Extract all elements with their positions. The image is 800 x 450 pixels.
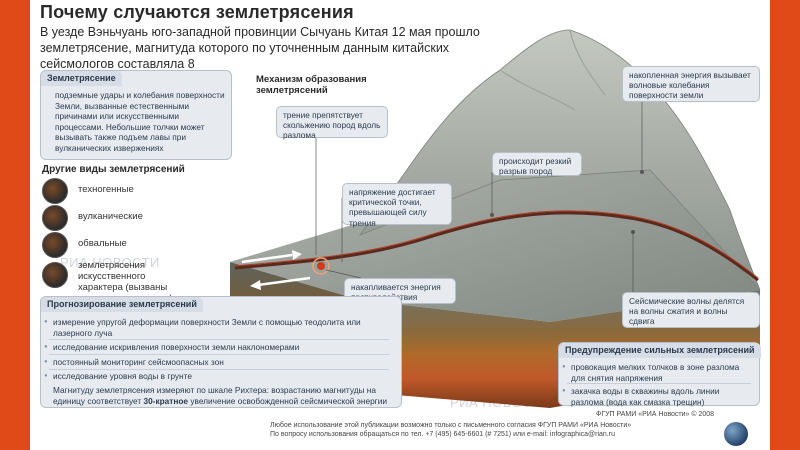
richter-text-end: увеличение освобожденной сейсмической эн… [188,395,387,406]
divider [49,369,389,370]
earthquake-panel-text: подземные удары и колебания поверхности … [55,90,225,153]
left-frame-bar [0,0,30,450]
type-item-technogenic: техногенные [42,178,232,204]
richter-emphasis: 30-кратное [143,395,189,406]
volcanic-icon [42,205,68,231]
forecast-heading: Прогнозирование землетрясений [41,297,203,312]
mountain-ridge [499,29,606,111]
footer-contact: По вопросу использования обращаться по т… [270,431,615,438]
collapse-icon [42,232,68,258]
motion-arrowhead-left [250,280,261,290]
forecast-item: исследование уровня воды в грунте [44,371,383,382]
type-item-volcanic: вулканические [42,205,232,231]
rupture-point [317,262,325,270]
leader-dot [640,170,644,174]
mechanism-title: Механизм образования землетрясений [256,74,367,96]
divider [49,354,389,355]
richter-text: Магнитуду землетрясения измеряют по шкал… [53,385,376,406]
infographic-card: РИА НОВОСТИ РИА НОВОСТИ РИА НОВОСТИ [30,0,770,450]
forecast-item: исследование искривления поверхности зем… [44,342,383,353]
forecast-panel: Прогнозирование землетрясений измерение … [40,296,402,408]
type-item-artificial: землетрясения искусственного характера (… [42,260,232,304]
callout-seismic-waves: Сейсмические волны делятся на волны сжат… [622,292,760,328]
callout-stress: напряжение достигает критической точки, … [342,183,452,228]
earthquake-definition-panel: Землетрясение подземные удары и колебани… [40,70,232,160]
leader-dot [631,230,635,234]
fault-line-highlight [234,210,759,279]
earthquake-panel-heading: Землетрясение [41,71,122,86]
leader-dot [490,213,494,217]
rupture-glow [312,257,330,275]
forecast-item: постоянный мониторинг сейсмоопасных зон [44,357,383,368]
ria-novosti-logo-icon [724,422,748,446]
technogenic-icon [42,178,68,204]
footer-credit: ФГУП РАМИ «РИА Новости» © 2008 [596,411,715,418]
footer-rights: Любое использование этой публикации возм… [270,422,632,429]
divider [567,383,751,384]
warning-heading: Предупреждение сильных землетрясений [559,343,761,358]
motion-arrow-left [257,276,311,287]
radiation-icon [42,262,68,288]
intro-text: В уезде Вэньчуань юго-западной провинции… [40,25,480,71]
motion-arrowhead-right [292,250,302,260]
type-item-collapse: обвальные [42,232,232,258]
watermark: РИА НОВОСТИ [60,255,160,270]
type-label: техногенные [78,184,134,195]
divider [49,339,389,340]
motion-arrow-right [241,253,293,264]
type-label: обвальные [78,238,127,249]
callout-surface-waves: накопленная энергия вызывает волновые ко… [622,66,760,102]
richter-note: Магнитуду землетрясения измеряют по шкал… [53,385,393,406]
type-label: вулканические [78,211,143,222]
forecast-item: измерение упругой деформации поверхности… [44,317,383,338]
callout-friction: трение препятствует скольжению пород вдо… [276,106,388,140]
fault-line [234,211,759,282]
right-frame-bar [770,0,800,450]
warning-item: закачка воды в скважины вдоль линии разл… [562,386,746,407]
warning-item: провокация мелких толчков в зоне разлома… [562,362,746,383]
callout-rupture: происходит резкий разрыв пород [492,152,582,176]
page-title: Почему случаются землетрясения [40,2,354,22]
warning-panel: Предупреждение сильных землетрясений про… [558,342,761,407]
types-heading: Другие виды землетрясений [42,164,185,175]
